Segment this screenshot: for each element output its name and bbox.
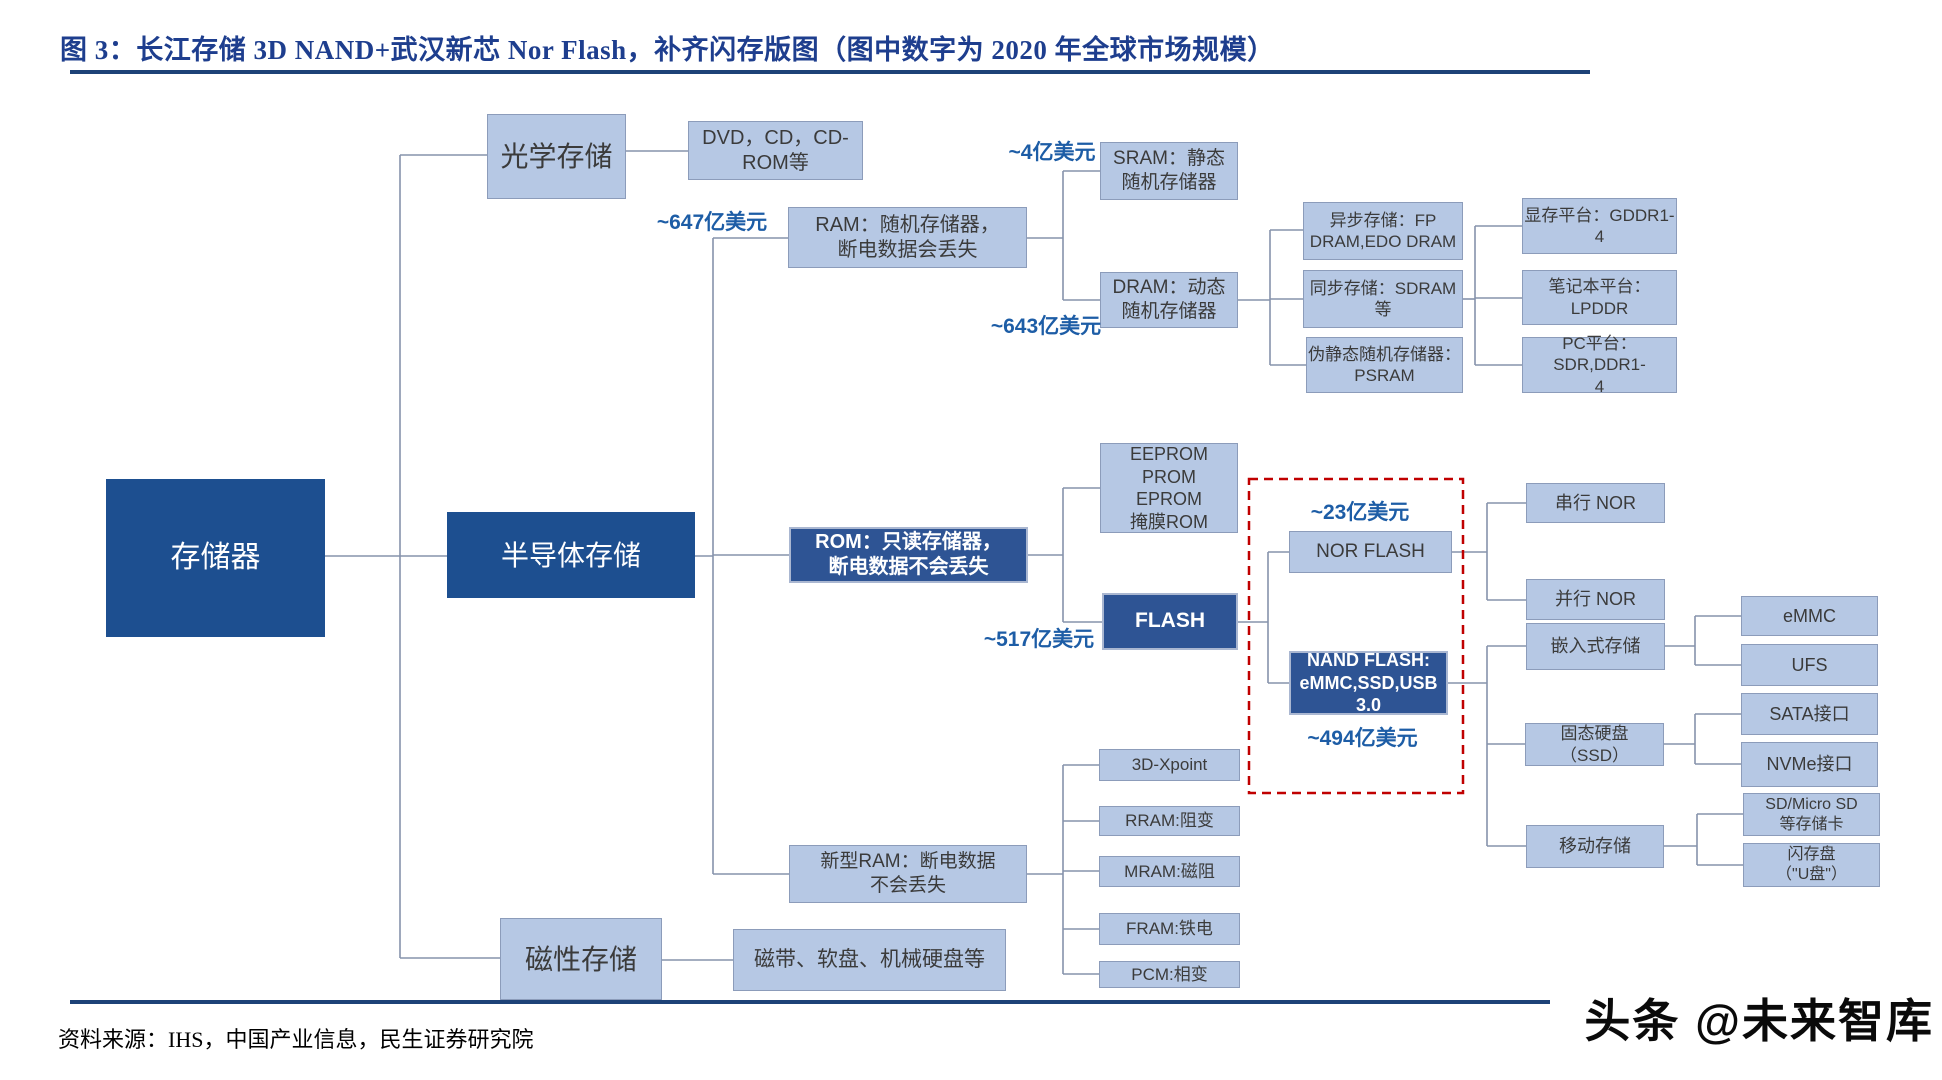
- value-ram: ~647亿美元: [656, 211, 768, 234]
- node-3d-xpoint: 3D-Xpoint: [1099, 749, 1240, 781]
- node-async-dram: 异步存储：FP DRAM,EDO DRAM: [1303, 202, 1463, 260]
- node-rram: RRAM:阻变: [1099, 806, 1240, 836]
- node-ufs: UFS: [1741, 644, 1878, 686]
- node-magnetic: 磁性存储: [500, 918, 662, 1000]
- node-mobile: 移动存储: [1526, 825, 1664, 868]
- watermark-text: 头条 @未来智库: [1584, 995, 1934, 1047]
- node-nand-flash: NAND FLASH: eMMC,SSD,USB 3.0: [1289, 650, 1448, 715]
- node-embedded: 嵌入式存储: [1526, 623, 1665, 670]
- value-nor: ~23亿美元: [1310, 501, 1410, 524]
- node-optical: 光学存储: [487, 114, 626, 199]
- node-gddr: 显存平台：GDDR1-4: [1522, 198, 1677, 254]
- source-note: 资料来源：IHS，中国产业信息，民生证券研究院: [58, 1027, 534, 1052]
- value-flash: ~517亿美元: [983, 628, 1095, 651]
- figure-title: 图 3：长江存储 3D NAND+武汉新芯 Nor Flash，补齐闪存版图（图…: [60, 35, 1275, 65]
- node-magnetic-items: 磁带、软盘、机械硬盘等: [733, 929, 1006, 991]
- node-lpddr: 笔记本平台：LPDDR: [1522, 270, 1677, 325]
- node-sram: SRAM：静态 随机存储器: [1100, 142, 1238, 200]
- node-mram: MRAM:磁阻: [1099, 856, 1240, 887]
- node-nvme: NVMe接口: [1741, 742, 1878, 787]
- node-parallel-nor: 并行 NOR: [1526, 579, 1665, 620]
- node-emmc: eMMC: [1741, 596, 1878, 636]
- node-nor-flash: NOR FLASH: [1289, 531, 1452, 573]
- node-semiconductor: 半导体存储: [447, 512, 695, 598]
- node-rom: ROM：只读存储器， 断电数据不会丢失: [789, 527, 1028, 583]
- nand-nor-highlight-box: [1247, 477, 1465, 795]
- node-dram: DRAM：动态 随机存储器: [1100, 272, 1238, 328]
- node-root: 存储器: [106, 479, 325, 637]
- node-sata: SATA接口: [1741, 693, 1878, 735]
- node-fram: FRAM:铁电: [1099, 913, 1240, 945]
- title-divider: [70, 70, 1590, 74]
- node-ram: RAM：随机存储器， 断电数据会丢失: [788, 207, 1027, 268]
- bottom-divider: [70, 1000, 1550, 1004]
- node-optical-items: DVD，CD，CD- ROM等: [688, 121, 863, 180]
- node-ssd: 固态硬盘 （SSD）: [1525, 723, 1664, 766]
- node-flash: FLASH: [1102, 593, 1238, 650]
- node-pc-platform: PC平台：SDR,DDR1- 4: [1522, 334, 1677, 396]
- value-nand: ~494亿美元: [1307, 727, 1418, 750]
- node-pcm: PCM:相变: [1099, 961, 1240, 988]
- node-serial-nor: 串行 NOR: [1526, 483, 1665, 523]
- node-sync-dram: 同步存储：SDRAM等: [1303, 270, 1463, 328]
- node-psram: 伪静态随机存储器： PSRAM: [1306, 337, 1463, 393]
- node-new-ram: 新型RAM：断电数据 不会丢失: [789, 845, 1027, 903]
- value-sram: ~4亿美元: [1008, 141, 1096, 164]
- node-eeprom: EEPROM PROM EPROM 掩膜ROM: [1100, 443, 1238, 533]
- node-usb-drive: 闪存盘 （"U盘"）: [1743, 843, 1880, 887]
- value-dram: ~643亿美元: [990, 315, 1102, 338]
- node-sd-card: SD/Micro SD 等存储卡: [1743, 793, 1880, 836]
